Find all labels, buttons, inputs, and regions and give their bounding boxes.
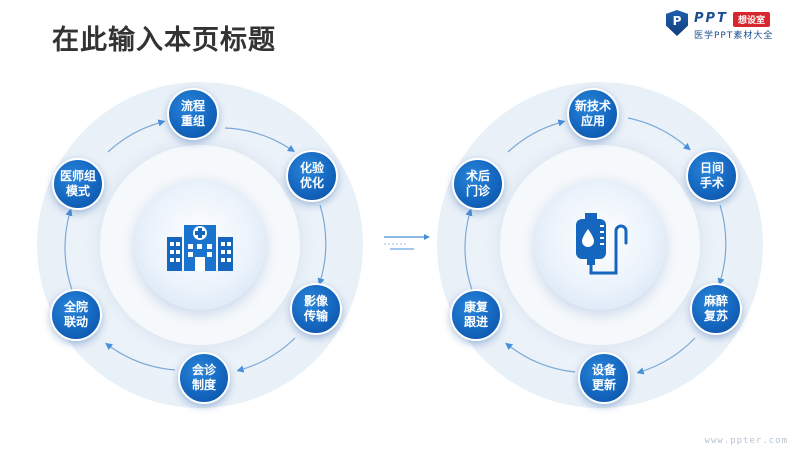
node-consult-system: 会诊制度 [178,352,230,404]
cycle-arrows [64,119,327,373]
brand-subtitle: 医学PPT素材大全 [694,31,774,41]
node-rehab-followup: 康复跟进 [450,289,502,341]
node-hospital-linkage: 全院联动 [50,289,102,341]
hospital-center [135,180,265,310]
node-lab-optimize: 化验优化 [286,150,338,202]
node-physician-group: 医师组模式 [52,158,104,210]
brand-name: PPT [694,11,728,26]
watermark: www.ppter.com [704,436,788,446]
node-day-surgery: 日间手术 [686,150,738,202]
node-postop-clinic: 术后门诊 [452,158,504,210]
node-imaging-transfer: 影像传输 [290,283,342,335]
iv-drip-bag-icon [576,213,628,275]
brand-logo: P PPT 想设室 医学PPT素材大全 [666,10,786,41]
left-cycle-diagram: 流程重组 化验优化 影像传输 会诊制度 全院联动 医师组模式 [37,82,363,408]
shield-icon: P [666,10,688,36]
transition-arrow-icon [384,234,430,250]
node-anesthesia-recovery: 麻醉复苏 [690,283,742,335]
node-process-reorg: 流程重组 [167,88,219,140]
brand-tag: 想设室 [733,12,771,27]
iv-center [535,180,665,310]
hospital-building-icon [167,225,233,271]
page-title: 在此输入本页标题 [52,25,276,56]
node-new-tech: 新技术应用 [567,88,619,140]
node-equipment-update: 设备更新 [578,352,630,404]
